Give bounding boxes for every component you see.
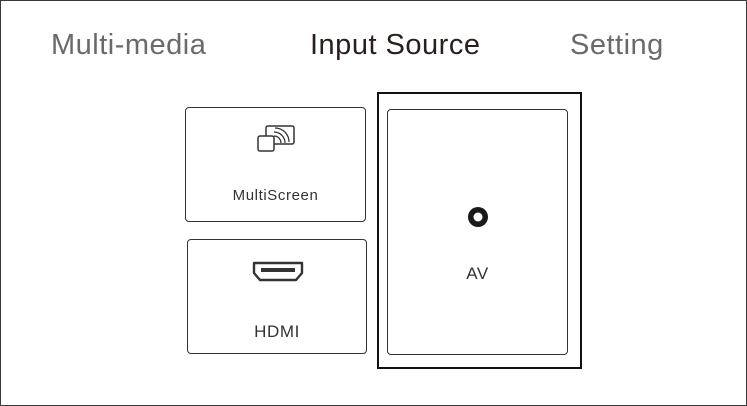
source-card-hdmi[interactable]: HDMI xyxy=(187,239,367,354)
source-label-multiscreen: MultiScreen xyxy=(186,187,365,204)
source-label-av: AV xyxy=(388,264,567,284)
source-card-av[interactable]: AV xyxy=(387,109,568,355)
hdmi-port-icon xyxy=(252,261,304,288)
screen-cast-icon xyxy=(256,125,296,158)
av-jack-icon xyxy=(467,206,489,233)
tab-multimedia[interactable]: Multi-media xyxy=(51,29,206,62)
source-card-multiscreen[interactable]: MultiScreen xyxy=(185,107,366,222)
source-label-hdmi: HDMI xyxy=(188,322,366,342)
tab-input-source[interactable]: Input Source xyxy=(310,29,480,62)
tab-setting[interactable]: Setting xyxy=(570,29,664,62)
